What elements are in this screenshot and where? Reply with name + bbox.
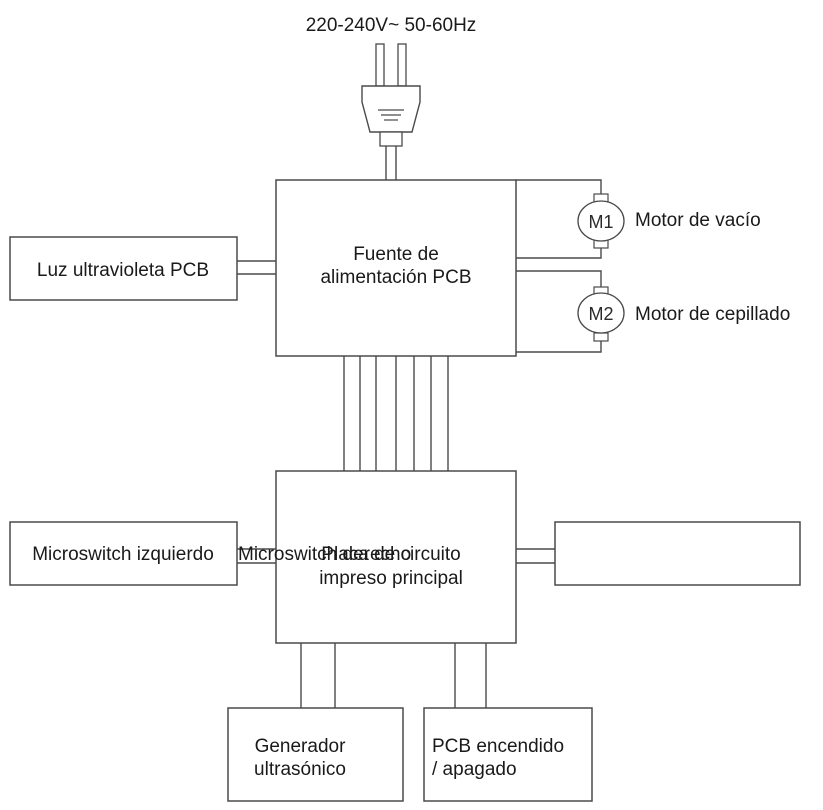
power-supply-pcb: Fuente de alimentación PCB (275, 179, 517, 357)
brush-motor: M2 Motor de cepillado (577, 286, 790, 342)
supply-voltage-label: 220-240V~ 50-60Hz (306, 15, 477, 36)
left-microswitch: Microswitch izquierdo (9, 521, 238, 586)
motor-m2-label: Motor de cepillado (635, 304, 790, 325)
motor-m2-icon (577, 292, 625, 334)
power-supply-pcb-line1: Fuente de (353, 244, 439, 265)
m2-wire-top (516, 270, 602, 287)
power-supply-pcb-line2: alimentación PCB (320, 267, 471, 288)
m1-wire-top (516, 179, 602, 194)
motor-m1-symbol: M1 (588, 212, 613, 232)
main-pcb (275, 470, 517, 644)
right-microswitch-label: Microswitch derecho (238, 544, 411, 565)
power-switch-pcb: PCB encendido / apagado (423, 707, 593, 802)
ultrasonic-line1: Generador (255, 736, 347, 757)
inter-pcb-wire-bundle (343, 356, 449, 471)
ultrasonic-generator: Generador ultrasónico (227, 707, 404, 802)
left-microswitch-label: Microswitch izquierdo (32, 544, 214, 565)
uv-light-pcb: Luz ultravioleta PCB (9, 236, 238, 301)
power-switch-line2: / apagado (432, 759, 517, 780)
main-pcb-line2: impreso principal (319, 568, 463, 589)
motor-m1-icon (577, 200, 625, 242)
motor-m2-symbol: M2 (588, 304, 613, 324)
m1-wire-bottom (516, 248, 602, 259)
right-empty-box (554, 521, 801, 586)
vacuum-motor: M1 Motor de vacío (577, 193, 761, 249)
power-switch-line1: PCB encendido (432, 736, 564, 757)
mains-plug-icon (361, 43, 421, 180)
main-pcb-line1: Placa de circuito (321, 544, 460, 565)
ultrasonic-line2: ultrasónico (254, 759, 346, 780)
m2-wire-bottom (516, 341, 602, 353)
uv-light-pcb-label: Luz ultravioleta PCB (37, 260, 209, 281)
motor-m1-label: Motor de vacío (635, 210, 761, 231)
